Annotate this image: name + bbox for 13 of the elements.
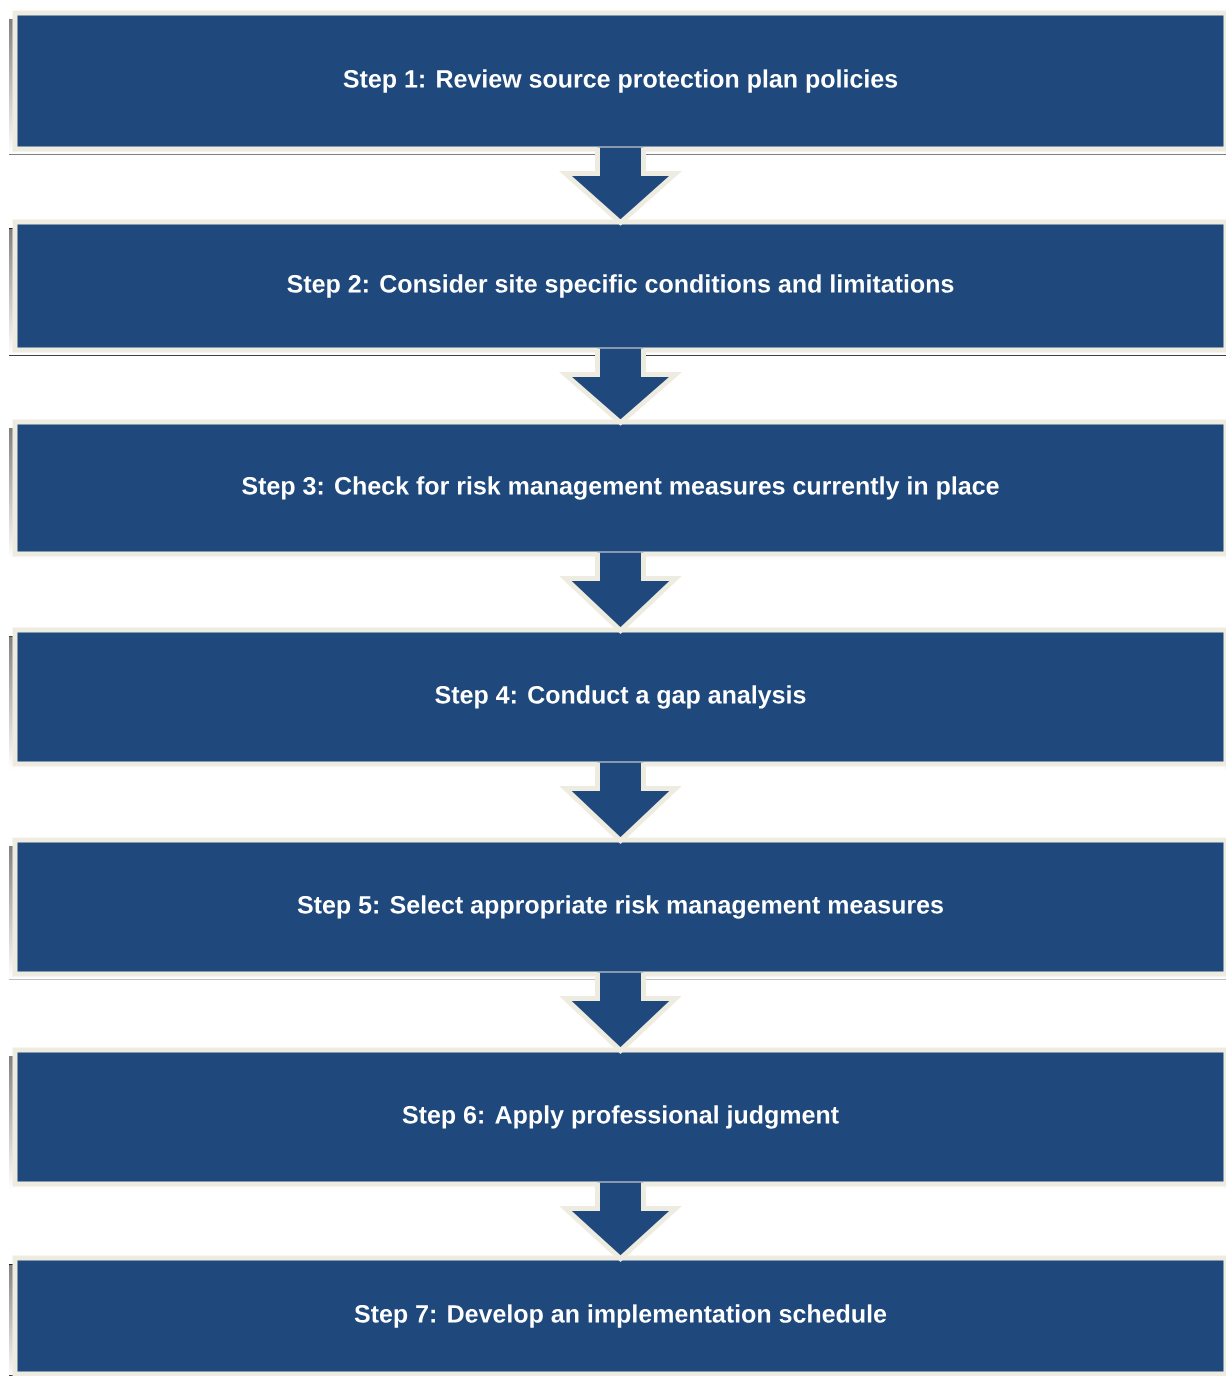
block-arrow xyxy=(558,346,683,426)
step-box: Step 5: Select appropriate risk management measures xyxy=(9,837,1226,980)
step-box: Step 1: Review source protection plan policies xyxy=(9,10,1226,155)
block-arrow xyxy=(559,970,682,1054)
step-box: Step 4: Conduct a gap analysis xyxy=(9,627,1226,770)
step-box: Step 2: Consider site specific conditions and limitations xyxy=(9,219,1226,356)
step-box: Step 6: Apply professional judgment xyxy=(9,1047,1226,1190)
block-arrow xyxy=(559,550,682,634)
block-arrow xyxy=(558,145,683,226)
step-box: Step 7: Develop an implementation schedule xyxy=(9,1255,1226,1376)
block-arrow xyxy=(559,760,682,844)
step-box: Step 3: Check for risk management measures currently in place xyxy=(9,419,1226,560)
block-arrow xyxy=(559,1180,682,1262)
